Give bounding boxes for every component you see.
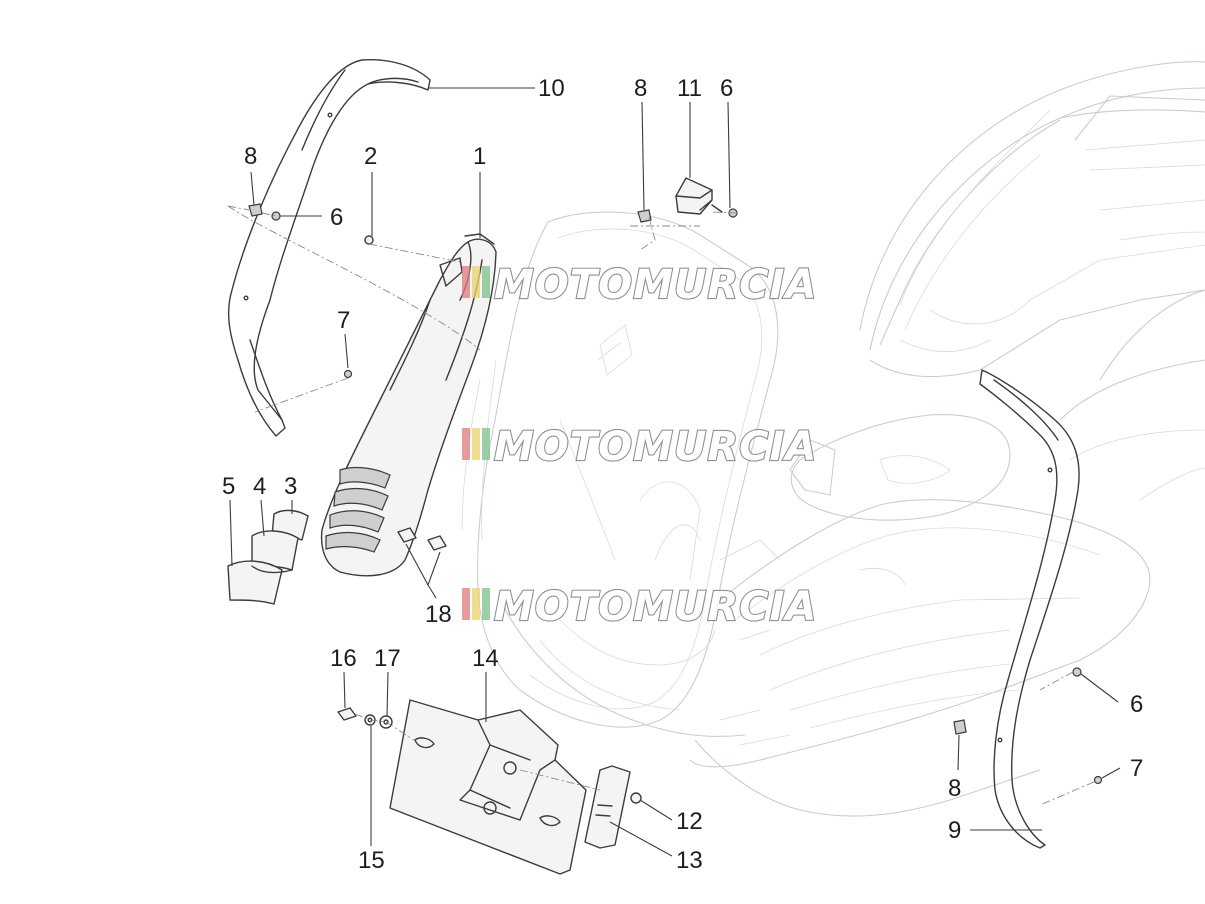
callout-11: 11 bbox=[677, 75, 702, 102]
callout-13: 13 bbox=[676, 847, 703, 874]
part-plate-holder bbox=[389, 699, 587, 875]
callout-8-right: 8 bbox=[948, 775, 961, 802]
part-bracket-11 bbox=[675, 177, 723, 215]
callout-18: 18 bbox=[425, 601, 452, 628]
part-horn-cover bbox=[320, 233, 497, 577]
part-left-trim-strip bbox=[227, 58, 431, 437]
part-right-trim-strip bbox=[979, 369, 1080, 849]
watermark-middle: MOTOMURCIA bbox=[462, 423, 817, 471]
hardware-items bbox=[248, 203, 1103, 804]
callout-14: 14 bbox=[472, 645, 499, 672]
watermark-text: MOTOMURCIA bbox=[494, 584, 817, 630]
callout-16: 16 bbox=[330, 645, 357, 672]
callout-12: 12 bbox=[676, 808, 703, 835]
callout-8-left: 8 bbox=[244, 143, 257, 170]
callout-6-top: 6 bbox=[720, 75, 733, 102]
scooter-body-outline bbox=[461, 61, 1205, 817]
assembly-lines bbox=[227, 205, 1095, 806]
callout-6-left: 6 bbox=[330, 204, 343, 231]
callout-2: 2 bbox=[364, 143, 377, 170]
watermark-text: MOTOMURCIA bbox=[494, 424, 817, 470]
callout-6-right: 6 bbox=[1130, 691, 1143, 718]
callout-labels: 10 1 2 3 4 5 6 6 6 7 7 8 8 8 9 11 12 13 … bbox=[222, 75, 1143, 874]
callout-4: 4 bbox=[253, 473, 266, 500]
part-badges bbox=[227, 509, 309, 605]
watermark-text: MOTOMURCIA bbox=[494, 262, 817, 308]
callout-8-top: 8 bbox=[634, 75, 647, 102]
leader-lines bbox=[229, 87, 1121, 857]
callout-17: 17 bbox=[374, 645, 401, 672]
part-small-plate bbox=[584, 765, 631, 849]
callout-1: 1 bbox=[473, 143, 486, 170]
callout-7-left: 7 bbox=[337, 307, 350, 334]
callout-15: 15 bbox=[358, 847, 385, 874]
watermark-top: MOTOMURCIA bbox=[462, 261, 817, 309]
callout-9: 9 bbox=[948, 817, 961, 844]
callout-7-right: 7 bbox=[1130, 755, 1143, 782]
watermark-bottom: MOTOMURCIA bbox=[462, 583, 817, 631]
callout-3: 3 bbox=[284, 473, 297, 500]
callout-5: 5 bbox=[222, 473, 235, 500]
callout-10: 10 bbox=[538, 75, 565, 102]
